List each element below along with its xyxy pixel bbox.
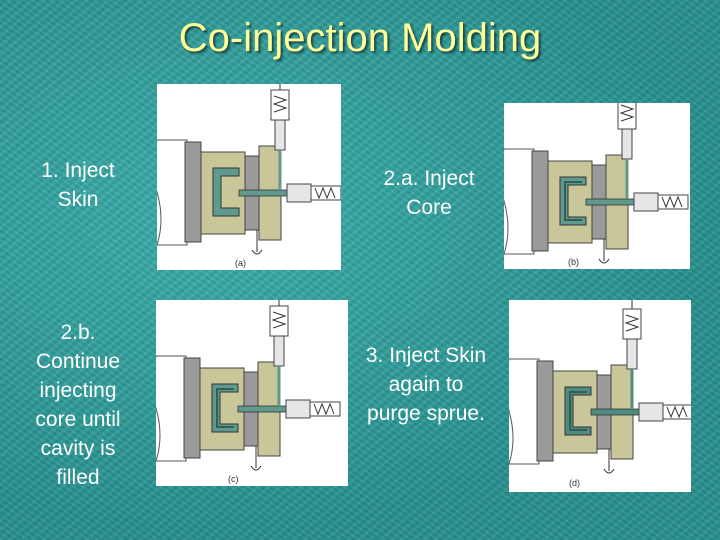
top-screw	[619, 104, 635, 122]
lower-arrow	[250, 446, 262, 471]
mold-diagram-a	[157, 84, 341, 255]
top-nozzle	[274, 119, 286, 151]
mold-assembly	[504, 103, 689, 264]
platen-break	[504, 148, 535, 255]
mold-diagram-d	[509, 300, 691, 474]
caption-c: (c)	[228, 474, 239, 484]
diagram-panel-b: (b)	[504, 103, 690, 269]
caption-a: (a)	[235, 258, 246, 268]
side-nozzle	[633, 192, 659, 212]
lower-arrow	[251, 230, 263, 255]
skin-layer	[564, 386, 592, 436]
top-screw	[271, 311, 287, 329]
platen-plate	[536, 360, 554, 462]
step-2b-label: 2.b. Continue injecting core until cavit…	[35, 321, 121, 489]
top-screw	[272, 95, 288, 113]
core-layer	[216, 388, 234, 428]
top-nozzle	[626, 338, 638, 370]
top-unit-housing	[269, 305, 289, 337]
mold-half-left	[200, 151, 246, 235]
side-nozzle	[638, 402, 664, 422]
side-screw	[313, 402, 335, 416]
diagram-panel-d: (d)	[509, 300, 691, 492]
platen-break	[156, 355, 187, 462]
platen-plate	[183, 357, 201, 459]
top-nozzle	[621, 128, 633, 160]
mold-diagram-c	[156, 300, 341, 471]
platen-break	[509, 358, 540, 465]
step-3-label: 3. Inject Skin again to purge sprue.	[365, 344, 487, 425]
side-nozzle	[285, 399, 311, 419]
platen-plate	[184, 141, 202, 243]
diagram-panel-c: (c)	[156, 300, 348, 486]
sprue-channel	[238, 189, 288, 197]
top-screw	[624, 314, 640, 332]
step-1-label: 1. Inject Skin	[41, 159, 115, 211]
side-screw	[666, 405, 688, 419]
side-screw	[314, 186, 336, 200]
mold-half-left	[547, 160, 593, 244]
skin-layer	[212, 167, 240, 217]
diagram-panel-a: (a)	[157, 84, 341, 270]
mold-assembly	[157, 84, 341, 255]
skin-layer	[559, 176, 587, 226]
step-2a-label: 2.a. Inject Core	[383, 167, 475, 219]
lower-arrow	[603, 449, 615, 474]
caption-d: (d)	[569, 478, 580, 488]
top-unit-housing	[270, 89, 290, 121]
sprue-channel	[585, 198, 635, 206]
lower-arrow	[598, 239, 610, 264]
mold-half-left	[552, 370, 598, 454]
sprue-channel	[590, 408, 640, 416]
core-layer	[564, 181, 582, 221]
mold-diagram-b	[504, 103, 689, 264]
top-nozzle	[273, 335, 285, 367]
mold-assembly	[156, 300, 341, 471]
core-layer	[569, 391, 587, 431]
caption-b: (b)	[568, 257, 579, 267]
side-nozzle	[286, 183, 312, 203]
mold-assembly	[509, 300, 691, 474]
top-unit-housing	[622, 308, 642, 340]
platen-plate	[531, 150, 549, 252]
mold-half-left	[199, 367, 245, 451]
side-screw	[661, 195, 683, 209]
sprue-channel	[237, 405, 287, 413]
skin-layer	[211, 383, 239, 433]
slide-title: Co-injection Molding	[178, 16, 542, 60]
platen-break	[157, 139, 188, 246]
